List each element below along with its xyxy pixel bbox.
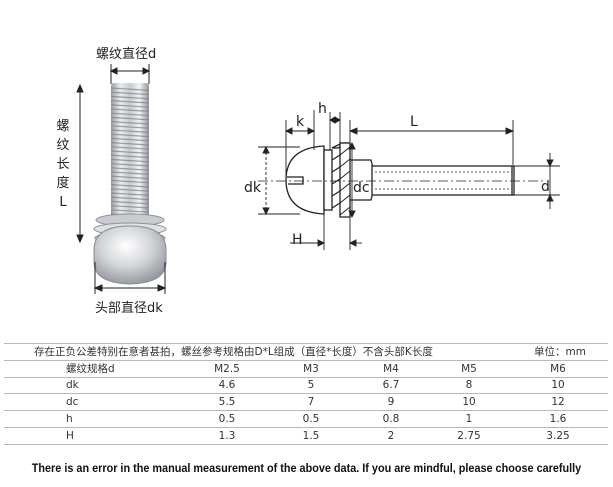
table-header-cell: M3 [270, 360, 352, 378]
table-cell: 7 [270, 393, 352, 412]
thread-ridge [110, 91, 150, 96]
table-cell: 3.25 [508, 427, 608, 445]
thread-ridge [110, 188, 150, 192]
footer-warning: There is an error in the manual measurem… [31, 461, 582, 475]
table-cell: dk [4, 377, 184, 395]
thread-ridge [110, 133, 150, 138]
thread-length-dimension [76, 83, 84, 244]
thread-ridge [110, 196, 150, 201]
thread-ridge [110, 154, 150, 159]
dim-label-h: h [318, 101, 327, 117]
thread-ridge [110, 142, 150, 146]
thread-ridge [110, 108, 150, 112]
table-header-cell: 螺纹规格d [4, 360, 184, 378]
thread-ridge [110, 184, 150, 188]
thread-length-char: 螺 [56, 119, 70, 134]
table-row: dk 4.6 5 6.7 8 10 [4, 377, 608, 395]
dim-label-L: L [410, 114, 418, 130]
thread-ridge [110, 100, 150, 104]
dim-label-d: d [541, 179, 550, 195]
thread-ridge [110, 95, 150, 100]
thread-ridge [110, 179, 150, 184]
thread-ridge [110, 163, 150, 167]
table-header-cell: M2.5 [184, 360, 270, 378]
table-header-cell: M5 [430, 360, 508, 378]
drawing-dimensions [258, 110, 560, 250]
table-cell: 2.75 [430, 427, 508, 445]
thread-diameter-dimension [109, 64, 151, 84]
table-cell: 1 [430, 410, 508, 428]
thread-ridge [110, 192, 150, 196]
thread-length-char: 度 [56, 176, 70, 191]
spec-table: 存在正负公差特别在意者甚拍，螺丝参考规格由D*L组成（直径*长度）不含头部K长度… [4, 343, 608, 445]
table-cell: h [4, 410, 184, 428]
thread-ridge [110, 209, 150, 213]
table-cell: 6.7 [352, 377, 430, 395]
thread-ridge [110, 205, 150, 209]
thread-ridge [110, 137, 150, 142]
screw-photo [76, 64, 560, 294]
thread-ridge [110, 125, 150, 129]
screw-head [93, 225, 167, 285]
thread-ridge [110, 167, 150, 171]
thread-length-char: 纹 [56, 138, 70, 153]
table-cell: 5.5 [184, 393, 270, 412]
thread-ridge [110, 87, 150, 91]
table-cell: 5 [270, 377, 352, 395]
table-header-row: 螺纹规格d M2.5 M3 M4 M5 M6 [4, 360, 608, 378]
thread-shank [110, 83, 150, 218]
table-cell: 12 [508, 393, 608, 412]
table-cell: 2 [352, 427, 430, 445]
table-cell: 1.5 [270, 427, 352, 445]
table-cell: 1.3 [184, 427, 270, 445]
thread-diameter-label: 螺纹直径d [96, 47, 157, 62]
thread-length-char: 长 [56, 157, 70, 172]
table-note-row: 存在正负公差特别在意者甚拍，螺丝参考规格由D*L组成（直径*长度）不含头部K长度… [4, 343, 608, 361]
thread-length-char: L [59, 195, 67, 210]
thread-ridge [110, 116, 150, 121]
table-cell: 0.8 [352, 410, 430, 428]
head-diameter-label: 头部直径dk [95, 301, 163, 316]
dim-label-k: k [296, 114, 305, 130]
table-cell: 10 [508, 377, 608, 395]
thread-length-label: 螺 纹 长 度 L [55, 117, 71, 212]
thread-ridge [110, 150, 150, 154]
table-cell: 8 [430, 377, 508, 395]
table-cell: dc [4, 393, 184, 412]
table-cell: 1.6 [508, 410, 608, 428]
thread-ridge [110, 112, 150, 117]
table-row: h 0.5 0.5 0.8 1 1.6 [4, 410, 608, 428]
dim-label-dk: dk [244, 180, 261, 196]
table-note: 存在正负公差特别在意者甚拍，螺丝参考规格由D*L组成（直径*长度）不含头部K长度 [4, 343, 508, 361]
table-row: dc 5.5 7 9 10 12 [4, 393, 608, 412]
thread-ridge [110, 200, 150, 205]
table-cell: 0.5 [270, 410, 352, 428]
thread-ridge [110, 104, 150, 108]
table-cell: 4.6 [184, 377, 270, 395]
thread-ridge [110, 129, 150, 133]
thread-ridge [110, 158, 150, 163]
table-header-cell: M6 [508, 360, 608, 378]
head-diameter-dimension [93, 262, 167, 294]
thread-ridge [110, 171, 150, 175]
technical-drawing [258, 142, 545, 218]
table-cell: 10 [430, 393, 508, 412]
thread-ridge [110, 121, 150, 125]
table-header-cell: M4 [352, 360, 430, 378]
table-unit: 单位：mm [508, 343, 608, 361]
table-cell: 0.5 [184, 410, 270, 428]
thread-ridge [110, 175, 150, 180]
table-row: H 1.3 1.5 2 2.75 3.25 [4, 427, 608, 445]
table-cell: H [4, 427, 184, 445]
thread-ridge [110, 146, 150, 150]
table-cell: 9 [352, 393, 430, 412]
dim-label-dc: dc [353, 180, 370, 196]
dim-label-H: H [292, 232, 303, 248]
